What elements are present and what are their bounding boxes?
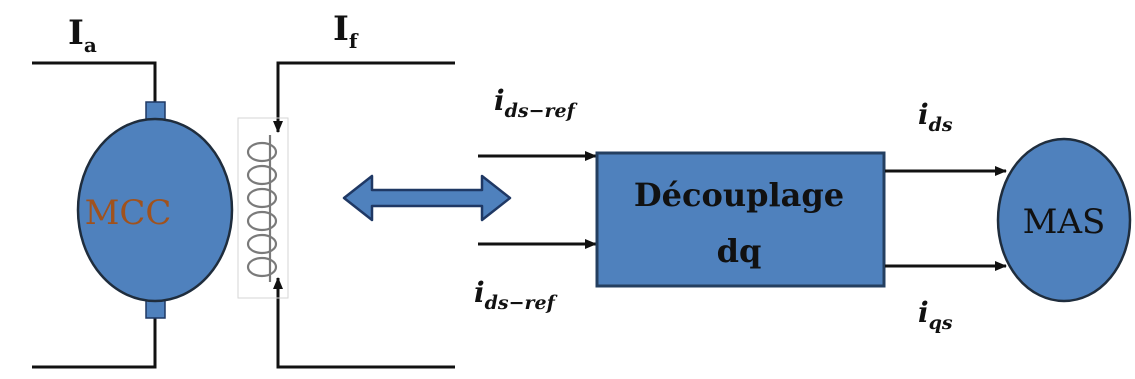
armature-current-label: Ia [68, 13, 97, 57]
input-top-symbol: i [494, 84, 505, 117]
field-current-label: If [333, 9, 359, 53]
output-top-symbol: i [918, 98, 929, 131]
field-bottom-wire [273, 277, 455, 369]
decoupling-block-subtitle: dq [717, 232, 762, 270]
armature-bottom-wire [32, 318, 157, 369]
input-bottom-label: ids−ref [474, 276, 558, 314]
output-bottom-label: iqs [918, 296, 953, 334]
input-top-label: ids−ref [494, 84, 578, 122]
armature-circuit [32, 61, 157, 369]
induction-machine: MAS [996, 137, 1132, 303]
input-bottom-subscript: ds−ref [485, 292, 558, 314]
armature-current-subscript: a [84, 33, 97, 57]
output-top-subscript: ds [929, 114, 953, 136]
coupling-double-arrow-icon [342, 174, 512, 222]
armature-current-symbol: I [68, 13, 84, 53]
decoupling-block: Découplage dq [595, 151, 886, 288]
input-bottom-symbol: i [474, 276, 485, 309]
field-current-symbol: I [333, 9, 349, 49]
dc-machine-body [76, 117, 234, 303]
induction-machine-body [996, 137, 1132, 303]
field-coil-icon [246, 135, 278, 282]
input-top-subscript: ds−ref [505, 100, 578, 122]
output-top-label: ids [918, 98, 953, 136]
decoupling-block-box [595, 151, 886, 288]
induction-machine-label: MAS [1023, 202, 1106, 242]
output-bottom-symbol: i [918, 296, 929, 329]
coil-frame [237, 117, 289, 299]
field-circuit [237, 61, 455, 369]
field-top-wire [273, 61, 455, 133]
dc-machine: MCC [76, 101, 234, 319]
output-bottom-subscript: qs [929, 312, 953, 334]
decoupling-block-title: Découplage [634, 176, 844, 214]
dc-machine-label: MCC [85, 193, 172, 233]
armature-top-wire [32, 61, 157, 104]
field-current-subscript: f [349, 29, 359, 53]
